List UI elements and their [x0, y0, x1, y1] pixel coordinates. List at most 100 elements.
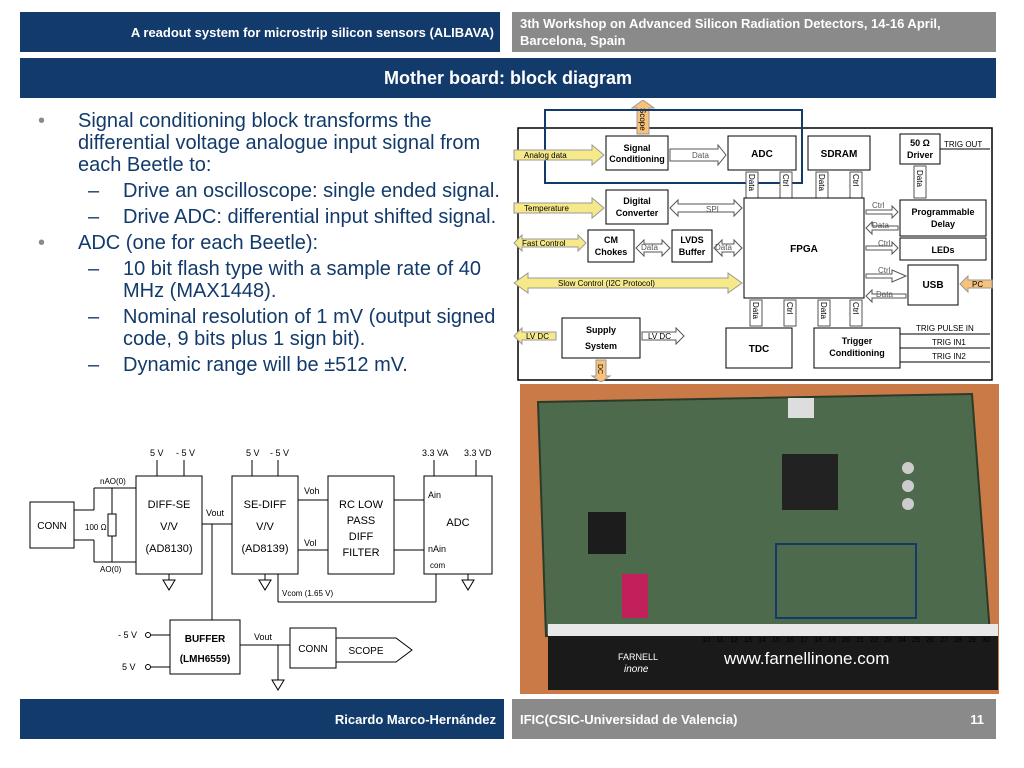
- driver-line-2: Driver: [907, 150, 934, 160]
- slide-title: Mother board: block diagram: [383, 67, 633, 88]
- conn-input-block: [29, 501, 75, 549]
- footer-institute-bar: IFIC(CSIC-Universidad de Valencia) 11: [512, 699, 996, 739]
- conference-line-1: 3th Workshop on Advanced Silicon Radiati…: [520, 16, 941, 31]
- supply-33vd: 3.3 VD: [464, 448, 492, 458]
- ruler-number: 22: [870, 637, 878, 644]
- supply-line-2: System: [585, 341, 617, 351]
- footer-author: Ricardo Marco-Hernández: [334, 711, 496, 727]
- driver-block: [899, 133, 941, 165]
- slow-control-label: Slow Control (I2C Protocol): [558, 279, 655, 288]
- tdc-ctrl-label: Ctrl: [785, 302, 794, 315]
- ruler-number: 15: [772, 637, 780, 644]
- sdram-label: SDRAM: [821, 149, 858, 160]
- leds-ctrl-label: Ctrl: [878, 239, 891, 248]
- trigger-ctrl-label: Ctrl: [851, 302, 860, 315]
- vol-label: Vol: [304, 538, 317, 548]
- lemo-connector-1: [902, 462, 914, 474]
- se-diff-part: (AD8139): [241, 543, 288, 555]
- sub-bullet-resolution: Nominal resolution of 1 mV (output signe…: [38, 306, 508, 350]
- dc-label: DC: [596, 364, 603, 374]
- cm-chokes-block: [587, 229, 635, 263]
- sub-bullet-drive-adc: Drive ADC: differential input shifted si…: [38, 206, 508, 228]
- power-module: [588, 512, 626, 554]
- se-diff-gain: V/V: [256, 521, 274, 533]
- fast-control-arrow: [513, 233, 587, 253]
- diff-se-ground: [162, 579, 176, 591]
- se-diff-ground: [258, 579, 272, 591]
- ruler-number: 10: [702, 637, 710, 644]
- adc-block-label: ADC: [751, 149, 773, 160]
- supply-m5v-diffse: - 5 V: [176, 448, 195, 458]
- analog-data-label: Analog data: [524, 151, 567, 160]
- trig-in2-label: TRIG IN2: [932, 352, 966, 361]
- digital-converter-line-2: Converter: [616, 208, 659, 218]
- bullet-signal-conditioning: Signal conditioning block transforms the…: [38, 110, 508, 176]
- digital-converter-line-1: Digital: [623, 196, 651, 206]
- usb-ctrl-label: Ctrl: [878, 266, 891, 275]
- voh-label: Voh: [304, 486, 320, 496]
- buffer-5v-label: 5 V: [122, 662, 136, 672]
- ruler-number: 29: [968, 637, 976, 644]
- trig-out-label: TRIG OUT: [944, 140, 982, 149]
- buffer-block: [169, 619, 241, 675]
- adc-block: [727, 135, 797, 171]
- ruler-number: 11: [716, 637, 723, 644]
- signal-conditioning-schematic: 5 V - 5 V 5 V - 5 V 3.3 VA 3.3 VD CONN n…: [29, 448, 493, 691]
- programmable-delay-block: [899, 199, 987, 237]
- trigger-ctrl-arrow: [849, 299, 863, 327]
- sdram-block: [807, 135, 871, 171]
- ruler-number: 30: [982, 637, 990, 644]
- ruler-number: 14: [758, 637, 766, 644]
- se-diff-block: [231, 475, 299, 575]
- usb-label: USB: [922, 280, 943, 291]
- supply-33va: 3.3 VA: [422, 448, 448, 458]
- ruler-scale-strip: [548, 624, 998, 636]
- usb-ctrl-arrow: [865, 269, 908, 283]
- lv-dc-input-arrow: [513, 326, 557, 346]
- ruler-number: 19: [828, 637, 836, 644]
- sub-bullet-flash-type: 10 bit flash type with a sample rate of …: [38, 258, 508, 302]
- ruler-number: 16: [786, 637, 794, 644]
- leds-ctrl-arrow: [865, 240, 899, 256]
- adc-ground: [461, 579, 475, 591]
- driver-data-arrow: [913, 165, 927, 199]
- delay-data-arrow: [865, 220, 899, 236]
- sdram-ctrl-label: Ctrl: [851, 174, 860, 187]
- adc-schematic-label: ADC: [446, 517, 469, 529]
- scope-label: Scope: [638, 108, 647, 131]
- cm-chokes-line-2: Chokes: [595, 247, 628, 257]
- supply-5v-diffse: 5 V: [150, 448, 164, 458]
- lvds-fpga-arrow: [713, 238, 743, 258]
- lv-dc-output-label: LV DC: [648, 332, 671, 341]
- se-diff-label: SE-DIFF: [244, 499, 287, 511]
- delay-ctrl-arrow: [865, 204, 899, 220]
- footer-author-bar: Ricardo Marco-Hernández: [20, 699, 504, 739]
- diff-se-gain: V/V: [160, 521, 178, 533]
- supply-system-block: [561, 317, 641, 359]
- header-presentation-title: A readout system for microstrip silicon …: [20, 12, 500, 52]
- diff-se-label: DIFF-SE: [148, 499, 191, 511]
- ruler-number: 21: [856, 637, 864, 644]
- termination-resistor: [107, 513, 117, 537]
- delay-data-label: Data: [872, 221, 889, 230]
- leds-label: LEDs: [931, 245, 954, 255]
- spi-label: SPI: [706, 205, 719, 214]
- buffer-m5v-label: - 5 V: [118, 630, 137, 640]
- ruler-number: 13: [744, 637, 752, 644]
- lv-dc-input-label: LV DC: [526, 332, 549, 341]
- fpga-chip: [782, 454, 838, 510]
- ruler-brand-2: inone: [624, 664, 649, 675]
- slide-title-bar: Mother board: block diagram: [20, 58, 996, 98]
- rc-filter-line-1: RC LOW: [339, 499, 384, 511]
- cm-chokes-line-1: CM: [604, 235, 618, 245]
- delay-ctrl-label: Ctrl: [872, 201, 885, 210]
- scope-output-label: SCOPE: [348, 646, 383, 657]
- analog-data-arrow: [513, 143, 605, 167]
- supply-m5v-sediff: - 5 V: [270, 448, 289, 458]
- header-title-text: A readout system for microstrip silicon …: [130, 24, 494, 40]
- trigger-data-arrow: [817, 299, 831, 327]
- sub-bullet-dynamic-range: Dynamic range will be ±512 mV.: [38, 354, 508, 376]
- spi-arrow: [669, 198, 743, 218]
- signal-conditioning-line-1: Signal: [623, 143, 650, 153]
- ruler-number: 25: [912, 637, 920, 644]
